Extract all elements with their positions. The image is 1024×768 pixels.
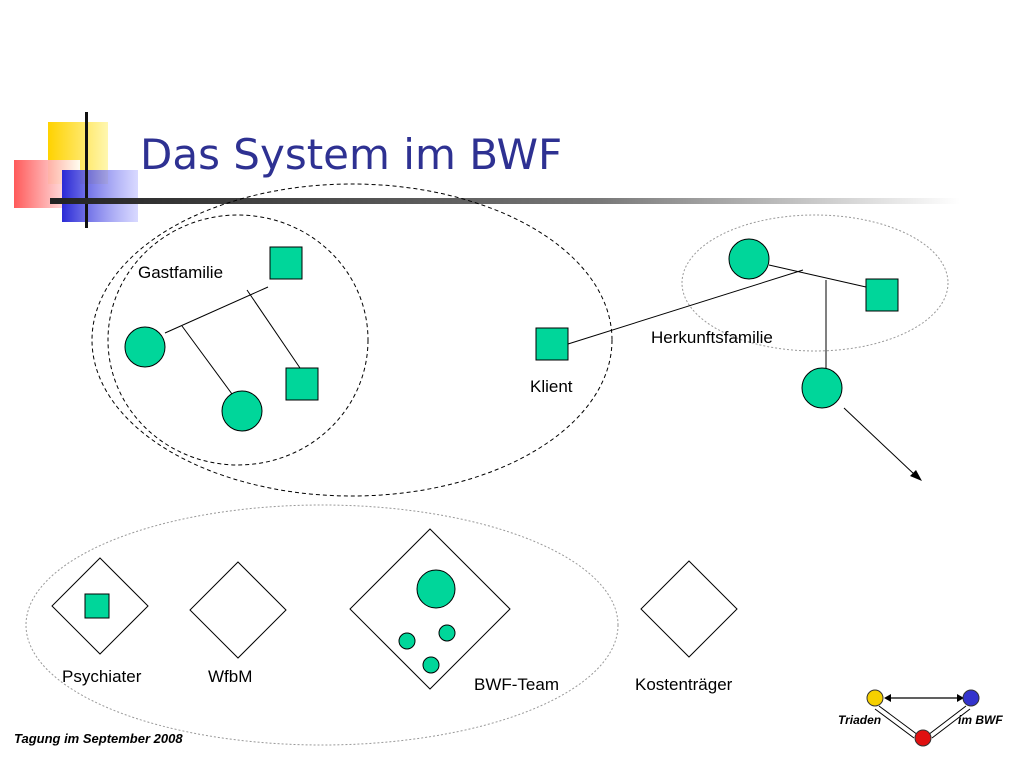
gast-child-line-2 [246,289,301,369]
logo-right-edge-b [931,708,971,739]
klient-link-line [567,269,804,345]
herkunftsfamilie-boundary [681,214,949,352]
klient-label: Klient [530,377,573,396]
herkunftsfamilie-label: Herkunftsfamilie [651,328,773,347]
ornament-blue-square [62,170,138,222]
herkunft-marriage-line [768,264,867,288]
logo-right-label: im BWF [958,713,1003,727]
herkunft-father-node [865,278,899,312]
gast-child-line-1 [181,325,233,395]
herkunft-mother-node [728,238,770,280]
logo-red-node [914,729,932,747]
gast-marriage-line [164,286,269,334]
wfbm-label: WfbM [208,667,253,686]
outer-system-boundary [91,183,613,497]
logo-blue-node [962,689,980,707]
bwf-team-label: BWF-Team [474,675,559,694]
footer-text: Tagung im September 2008 [14,731,183,746]
psychiater-label: Psychiater [62,667,142,686]
logo-left-edge-a [878,705,919,736]
bwf-team-member-node-3 [422,656,440,674]
helper-system-boundary [25,504,619,746]
bwf-team-member-node-1 [398,632,416,650]
psychiater-member-node [84,593,110,619]
bwf-team-member-node-2 [438,624,456,642]
kostentraeger-label: Kostenträger [635,675,733,694]
title-underline [50,198,960,204]
logo-yellow-node [866,689,884,707]
gastfamilie-label: Gastfamilie [138,263,224,282]
gast-father-node [269,246,303,280]
arrow-head [910,470,922,481]
kostentraeger-diamond [640,560,738,658]
wfbm-diamond [189,561,287,659]
herkunft-sibling-node [801,367,843,409]
ornament-vertical-line [85,112,88,228]
klient-node [535,327,569,361]
gast-son-node [285,367,319,401]
logo-right-edge-a [927,705,967,736]
page-title: Das System im BWF [140,130,563,179]
gast-daughter-node [221,390,263,432]
bwf-team-diamond [349,528,511,690]
herkunft-outgoing-arrow [843,407,916,476]
logo-left-label: Triaden [838,713,882,727]
bwf-team-lead-node [416,569,456,609]
gastfamilie-boundary [107,214,369,466]
gast-mother-node [124,326,166,368]
logo-left-edge-b [874,708,915,739]
